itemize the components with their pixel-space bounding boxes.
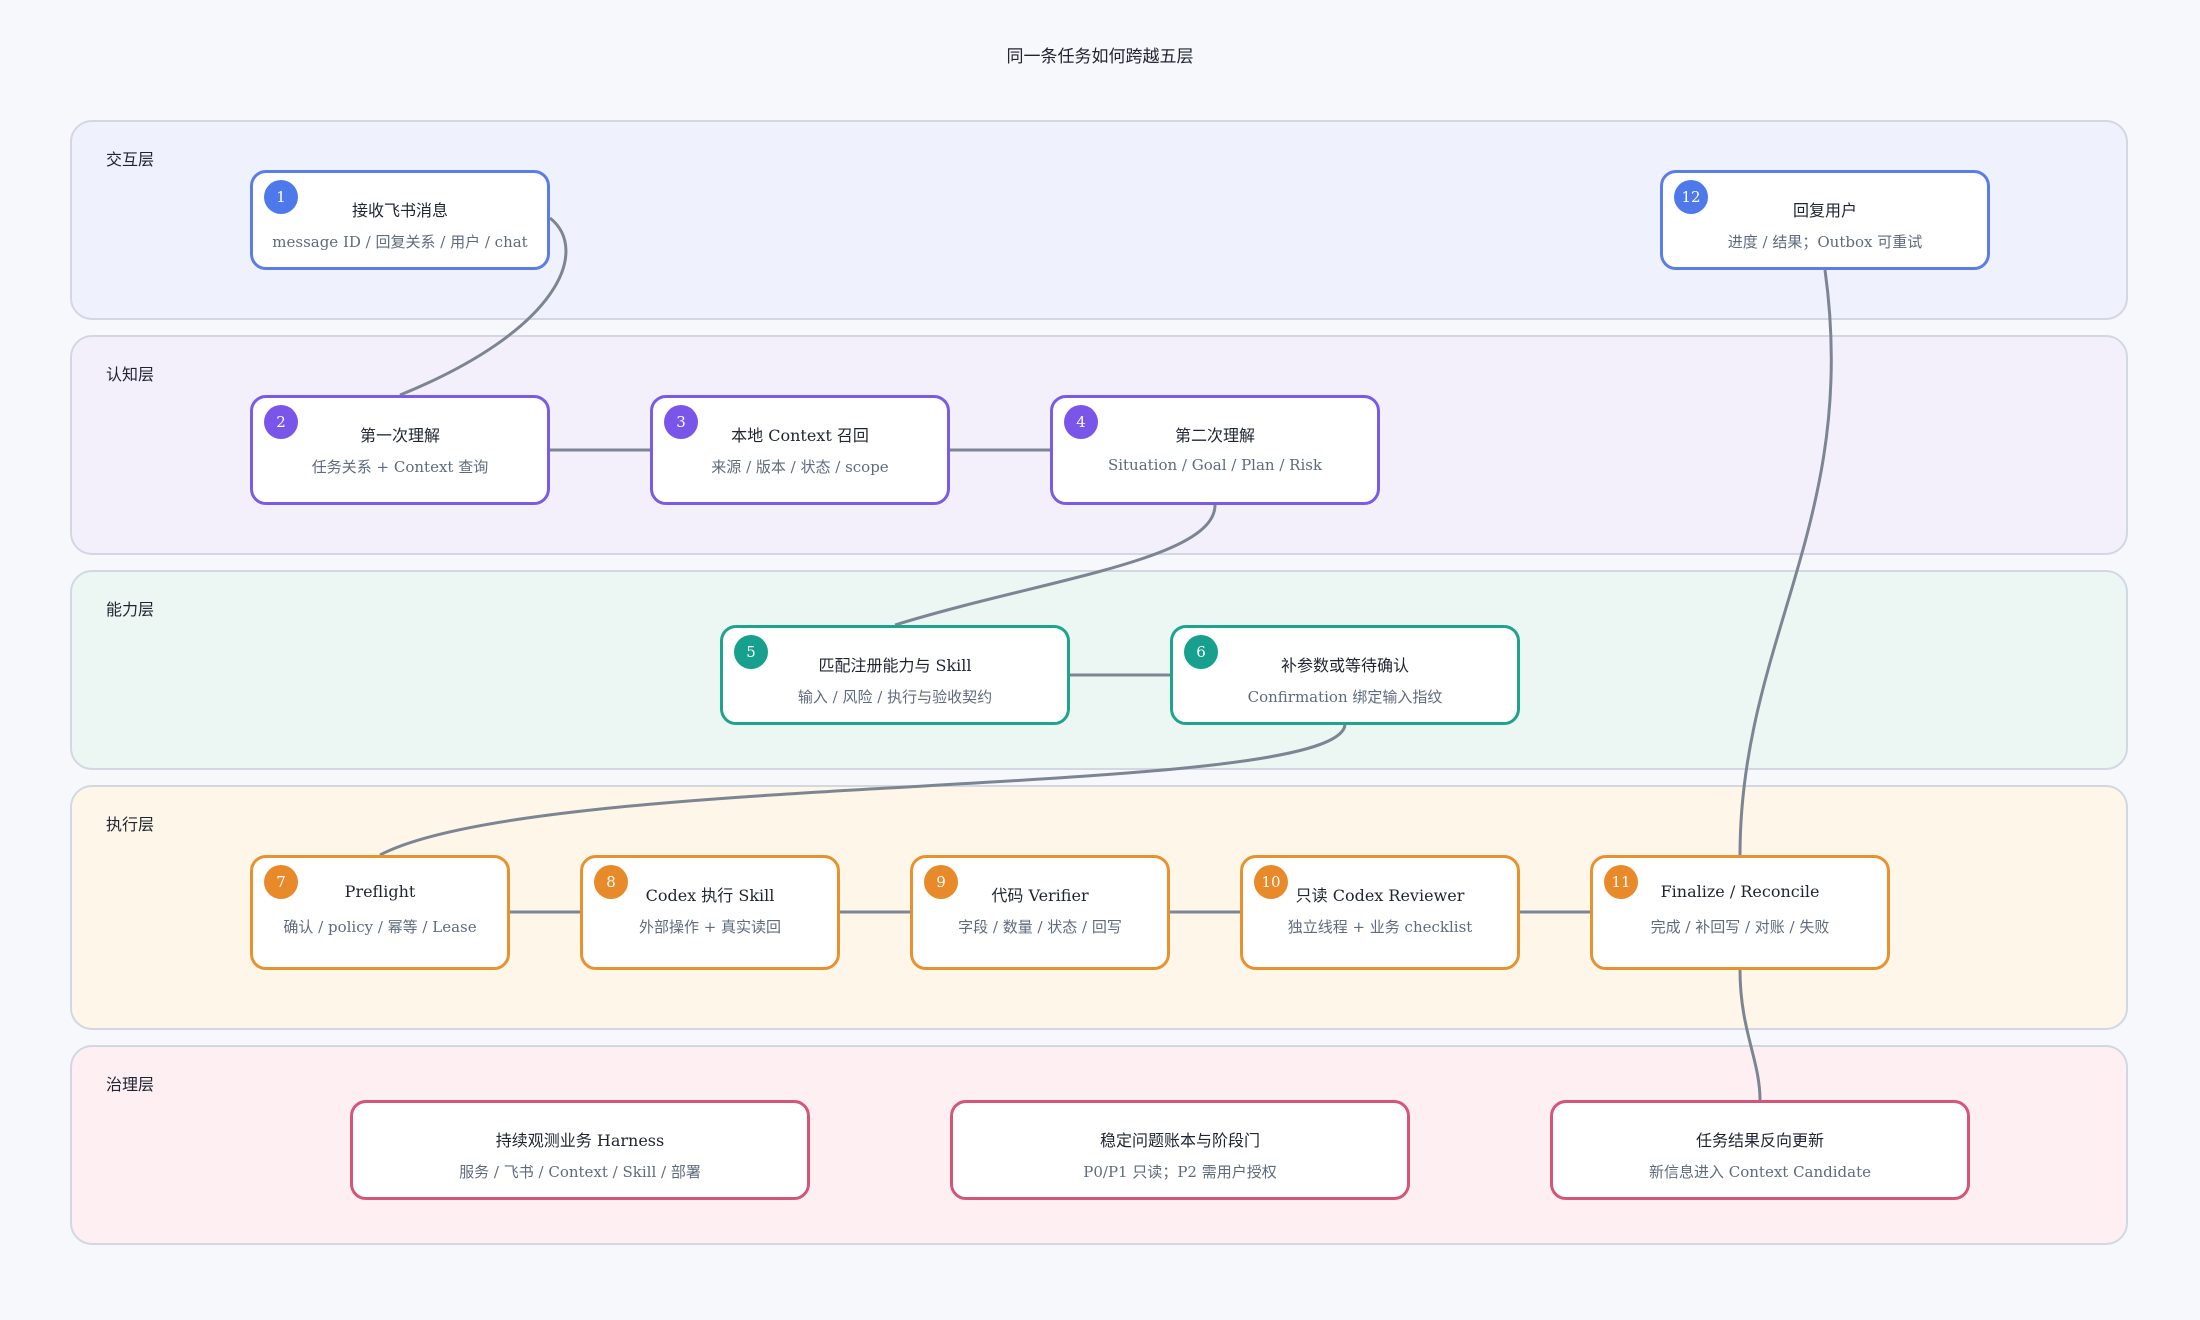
badge-6: 6 xyxy=(1184,635,1218,669)
badge-1: 1 xyxy=(264,180,298,214)
node-3-subtitle: 来源 / 版本 / 状态 / scope xyxy=(711,458,889,476)
governance-node-harness: 持续观测业务 Harness 服务 / 飞书 / Context / Skill… xyxy=(350,1100,810,1200)
lane-label-execution: 执行层 xyxy=(106,815,155,834)
node-6-subtitle: Confirmation 绑定输入指纹 xyxy=(1247,688,1443,706)
badge-5: 5 xyxy=(734,635,768,669)
node-4: 4 第二次理解 Situation / Goal / Plan / Risk xyxy=(1050,395,1380,505)
node-10-title: 只读 Codex Reviewer xyxy=(1295,886,1465,905)
node-10: 10 只读 Codex Reviewer 独立线程 + 业务 checklist xyxy=(1240,855,1520,970)
node-9-title: 代码 Verifier xyxy=(991,886,1089,905)
connector-1-2 xyxy=(399,216,568,397)
node-9: 9 代码 Verifier 字段 / 数量 / 状态 / 回写 xyxy=(910,855,1170,970)
node-4-subtitle: Situation / Goal / Plan / Risk xyxy=(1107,456,1323,474)
governance-node-feedback-subtitle: 新信息进入 Context Candidate xyxy=(1648,1163,1872,1181)
node-7: 7 Preflight 确认 / policy / 幂等 / Lease xyxy=(250,855,510,970)
node-4-title: 第二次理解 xyxy=(1174,426,1255,445)
node-12: 12 回复用户 进度 / 结果；Outbox 可重试 xyxy=(1660,170,1990,270)
badge-2: 2 xyxy=(264,405,298,439)
connector-4-5 xyxy=(894,504,1217,627)
node-10-subtitle: 独立线程 + 业务 checklist xyxy=(1287,918,1473,936)
node-1-subtitle: message ID / 回复关系 / 用户 / chat xyxy=(272,233,528,251)
governance-node-ledger: 稳定问题账本与阶段门 P0/P1 只读；P2 需用户授权 xyxy=(950,1100,1410,1200)
node-3-title: 本地 Context 召回 xyxy=(731,426,869,445)
node-1: 1 接收飞书消息 message ID / 回复关系 / 用户 / chat xyxy=(250,170,550,270)
governance-node-feedback-title: 任务结果反向更新 xyxy=(1695,1131,1824,1150)
node-2: 2 第一次理解 任务关系 + Context 查询 xyxy=(250,395,550,505)
node-5: 5 匹配注册能力与 Skill 输入 / 风险 / 执行与验收契约 xyxy=(720,625,1070,725)
node-11: 11 Finalize / Reconcile 完成 / 补回写 / 对账 / … xyxy=(1590,855,1890,970)
node-1-title: 接收飞书消息 xyxy=(351,201,448,220)
node-11-title: Finalize / Reconcile xyxy=(1660,882,1820,901)
governance-node-ledger-subtitle: P0/P1 只读；P2 需用户授权 xyxy=(1083,1163,1277,1181)
badge-9: 9 xyxy=(924,865,958,899)
governance-node-ledger-title: 稳定问题账本与阶段门 xyxy=(1099,1131,1260,1150)
node-9-subtitle: 字段 / 数量 / 状态 / 回写 xyxy=(958,918,1122,936)
governance-node-harness-subtitle: 服务 / 飞书 / Context / Skill / 部署 xyxy=(459,1163,701,1181)
node-2-subtitle: 任务关系 + Context 查询 xyxy=(311,458,489,476)
node-5-title: 匹配注册能力与 Skill xyxy=(818,656,972,675)
node-6: 6 补参数或等待确认 Confirmation 绑定输入指纹 xyxy=(1170,625,1520,725)
node-7-subtitle: 确认 / policy / 幂等 / Lease xyxy=(283,918,477,936)
badge-3: 3 xyxy=(664,405,698,439)
node-8-subtitle: 外部操作 + 真实读回 xyxy=(638,918,782,936)
lane-label-interaction: 交互层 xyxy=(106,150,155,169)
governance-node-feedback: 任务结果反向更新 新信息进入 Context Candidate xyxy=(1550,1100,1970,1200)
node-12-title: 回复用户 xyxy=(1792,201,1857,220)
lane-label-capability: 能力层 xyxy=(106,600,155,619)
badge-11: 11 xyxy=(1604,865,1638,899)
badge-4: 4 xyxy=(1064,405,1098,439)
badge-12: 12 xyxy=(1674,180,1708,214)
node-7-title: Preflight xyxy=(344,882,416,901)
badge-7: 7 xyxy=(264,865,298,899)
node-3: 3 本地 Context 召回 来源 / 版本 / 状态 / scope xyxy=(650,395,950,505)
connector-11-12 xyxy=(1738,269,1833,856)
node-11-subtitle: 完成 / 补回写 / 对账 / 失败 xyxy=(1650,918,1830,936)
diagram-title: 同一条任务如何跨越五层 xyxy=(1006,47,1194,67)
connector-6-7 xyxy=(379,724,1347,857)
node-8: 8 Codex 执行 Skill 外部操作 + 真实读回 xyxy=(580,855,840,970)
node-6-title: 补参数或等待确认 xyxy=(1280,656,1409,675)
node-2-title: 第一次理解 xyxy=(359,426,440,445)
lane-capability: 能力层 xyxy=(70,570,2128,770)
node-12-subtitle: 进度 / 结果；Outbox 可重试 xyxy=(1727,233,1923,251)
badge-8: 8 xyxy=(594,865,628,899)
governance-node-harness-title: 持续观测业务 Harness xyxy=(495,1131,665,1150)
connector-11-g3 xyxy=(1738,969,1762,1101)
lane-label-cognition: 认知层 xyxy=(106,365,155,384)
node-8-title: Codex 执行 Skill xyxy=(645,886,775,905)
lane-label-governance: 治理层 xyxy=(106,1075,155,1094)
node-5-subtitle: 输入 / 风险 / 执行与验收契约 xyxy=(797,688,993,706)
badge-10: 10 xyxy=(1254,865,1288,899)
